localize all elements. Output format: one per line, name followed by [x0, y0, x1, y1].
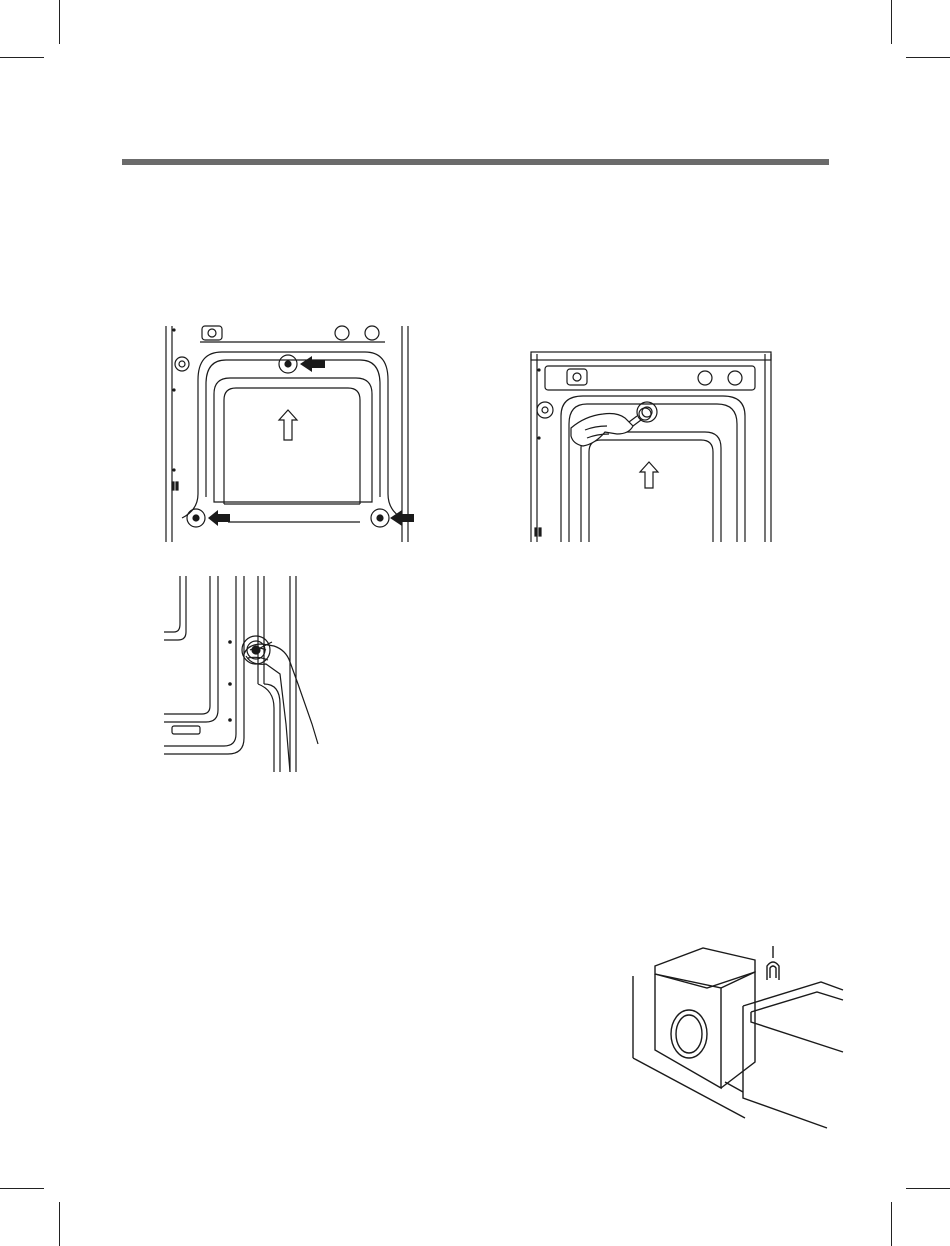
- crop-mark: [59, 0, 60, 44]
- figure-installation-room: [625, 942, 845, 1128]
- figure-rear-bolts: [160, 322, 420, 544]
- arrow-up-outline-icon: [279, 410, 297, 440]
- figure-rear-bolt-wrench: [525, 348, 775, 544]
- crop-mark: [0, 57, 44, 58]
- crop-mark: [0, 1188, 44, 1189]
- section-divider: [122, 159, 829, 165]
- crop-mark: [906, 1188, 950, 1189]
- hand-icon: [571, 414, 633, 447]
- hand-icon: [244, 642, 318, 772]
- crop-mark: [891, 1202, 892, 1246]
- arrow-left-icon: [300, 356, 325, 372]
- arrow-up-outline-icon: [640, 462, 658, 488]
- arrow-left-icon: [390, 510, 414, 526]
- crop-mark: [891, 0, 892, 44]
- crop-mark: [59, 1202, 60, 1246]
- crop-mark: [906, 57, 950, 58]
- arrow-left-icon: [208, 510, 230, 526]
- figure-side-bolt-hand: [162, 574, 327, 774]
